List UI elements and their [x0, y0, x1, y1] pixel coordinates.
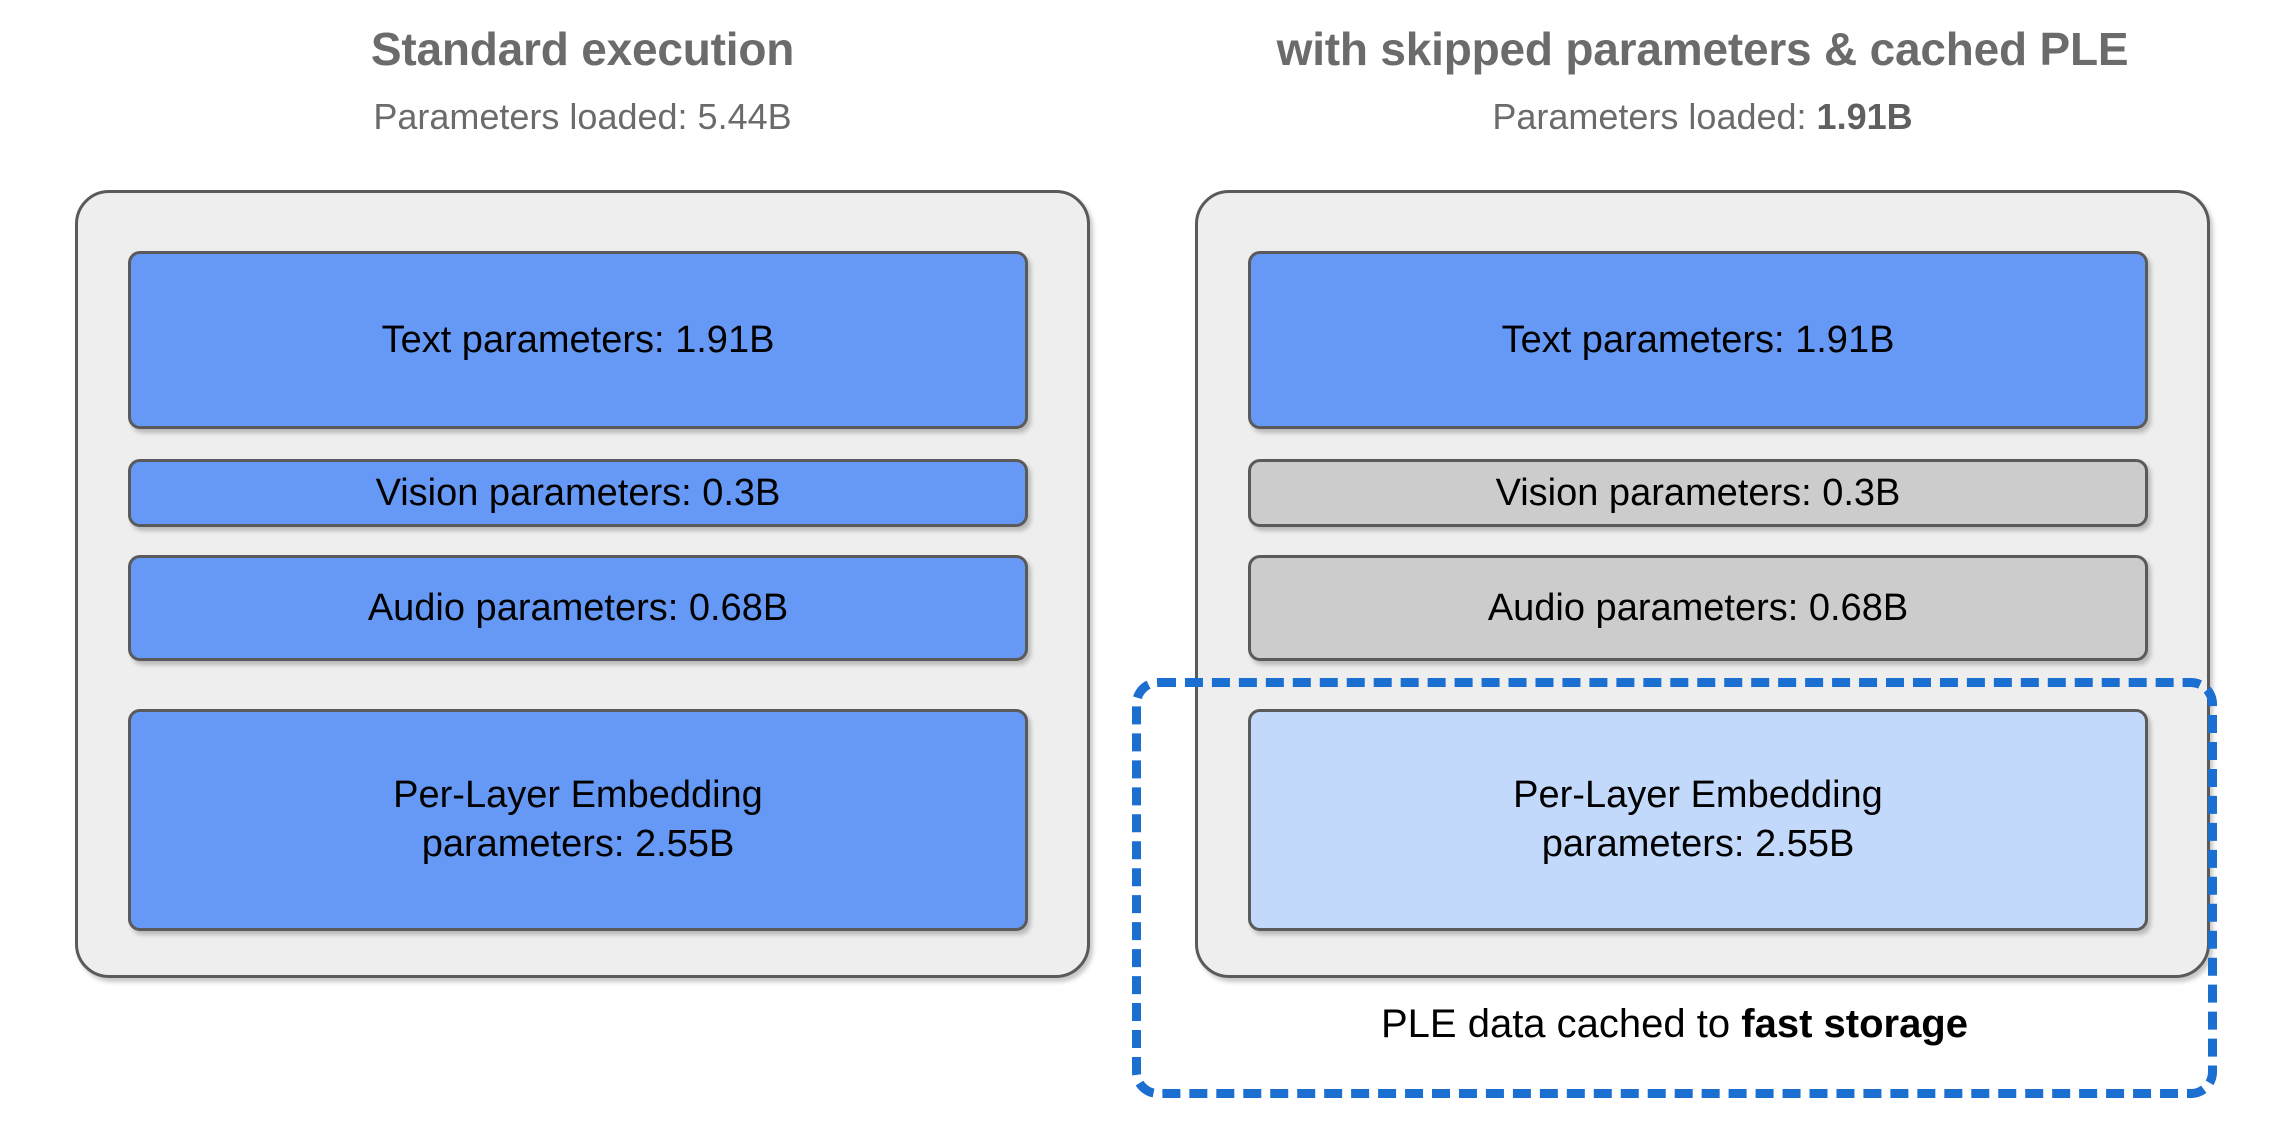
panel-optimized-execution: Text parameters: 1.91B Vision parameters…: [1195, 190, 2210, 978]
column-subtitle-standard-value: 5.44B: [697, 95, 792, 137]
cache-caption-prefix: PLE data cached to: [1380, 1002, 1742, 1046]
block-ple-parameters-standard[interactable]: Per-Layer Embedding parameters: 2.55B: [128, 709, 1028, 931]
cache-caption-strong: fast storage: [1741, 1002, 1968, 1046]
block-audio-parameters-standard[interactable]: Audio parameters: 0.68B: [128, 555, 1028, 661]
column-subtitle-optimized-prefix: Parameters loaded:: [1492, 95, 1817, 137]
column-title-optimized: with skipped parameters & cached PLE: [1276, 23, 2129, 75]
column-header-standard: Standard execution Parameters loaded: 5.…: [75, 24, 1090, 136]
block-audio-parameters-optimized[interactable]: Audio parameters: 0.68B: [1248, 555, 2148, 661]
block-text-parameters-standard[interactable]: Text parameters: 1.91B: [128, 251, 1028, 429]
column-title-standard: Standard execution: [370, 23, 795, 75]
block-text-parameters-optimized[interactable]: Text parameters: 1.91B: [1248, 251, 2148, 429]
column-subtitle-optimized: Parameters loaded: 1.91B: [1195, 95, 2210, 137]
block-vision-parameters-optimized[interactable]: Vision parameters: 0.3B: [1248, 459, 2148, 527]
column-subtitle-standard-prefix: Parameters loaded:: [373, 95, 698, 137]
block-ple-parameters-optimized[interactable]: Per-Layer Embedding parameters: 2.55B: [1248, 709, 2148, 931]
column-subtitle-standard: Parameters loaded: 5.44B: [75, 95, 1090, 137]
column-subtitle-optimized-value: 1.91B: [1816, 95, 1913, 137]
cache-highlight-caption: PLE data cached to fast storage: [1132, 1000, 2217, 1048]
block-vision-parameters-standard[interactable]: Vision parameters: 0.3B: [128, 459, 1028, 527]
column-header-optimized: with skipped parameters & cached PLE Par…: [1195, 24, 2210, 136]
panel-standard-execution: Text parameters: 1.91B Vision parameters…: [75, 190, 1090, 978]
